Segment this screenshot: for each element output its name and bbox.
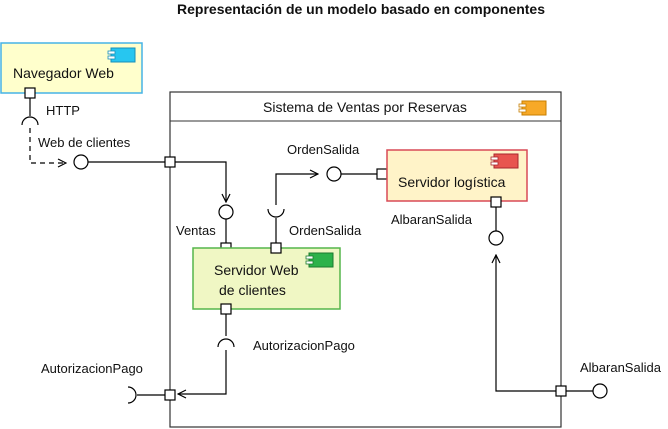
servidor-web-clientes-component[interactable]: Servidor Web de clientes — [192, 247, 341, 310]
logistica-input-port — [376, 168, 388, 180]
web-clientes-provided-interface — [73, 154, 89, 170]
albaran-salida-port — [490, 196, 502, 208]
navegador-component-icon — [107, 47, 136, 63]
orden-salida-assembly — [275, 174, 318, 205]
diagram-title: Representación de un modelo basado en co… — [177, 1, 545, 17]
servidor-web-label-line2: de clientes — [219, 282, 286, 298]
ventas-provided-interface — [218, 204, 234, 220]
navegador-port — [24, 87, 36, 99]
autorizacion-pago-inner-label: AutorizacionPago — [253, 338, 355, 353]
autorizacion-pago-required-socket — [217, 338, 235, 348]
system-port-albaran — [555, 385, 567, 397]
servidor-logistica-component-icon — [490, 153, 519, 169]
ventas-delegation — [175, 161, 226, 202]
orden-salida-top-label: OrdenSalida — [287, 142, 360, 157]
albaran-salida-inner-label: AlbaranSalida — [391, 212, 473, 227]
servidor-logistica-label: Servidor logística — [398, 174, 506, 190]
system-component-icon — [518, 100, 547, 116]
albaran-salida-delegation — [496, 255, 556, 392]
orden-salida-required-socket — [267, 208, 285, 218]
orden-salida-port — [270, 242, 282, 254]
navegador-web-label: Navegador Web — [13, 65, 114, 81]
http-required-socket — [21, 116, 39, 126]
autorizacion-pago-port — [220, 303, 232, 315]
ventas-label: Ventas — [176, 223, 216, 238]
albaran-salida-outer-label: AlbaranSalida — [580, 360, 662, 375]
system-port-autorizacion — [164, 389, 176, 401]
system-title: Sistema de Ventas por Reservas — [263, 99, 467, 115]
system-port-web — [164, 156, 176, 168]
autorizacion-pago-outer-label: AutorizacionPago — [41, 361, 143, 376]
web-de-clientes-label: Web de clientes — [38, 135, 131, 150]
orden-salida-bottom-label: OrdenSalida — [289, 223, 362, 238]
http-dependency — [29, 128, 66, 163]
servidor-logistica-component[interactable]: Servidor logística — [386, 149, 528, 202]
servidor-web-label-line1: Servidor Web — [214, 262, 299, 278]
orden-salida-provided-interface — [326, 166, 342, 182]
autorizacion-pago-outer-socket — [127, 386, 137, 404]
autorizacion-pago-delegation — [178, 350, 227, 394]
albaran-salida-outer-interface — [592, 383, 608, 399]
albaran-salida-provided-interface — [488, 230, 504, 246]
navegador-web-component[interactable]: Navegador Web — [0, 42, 143, 94]
http-label: HTTP — [46, 103, 80, 118]
servidor-web-component-icon — [305, 252, 334, 268]
